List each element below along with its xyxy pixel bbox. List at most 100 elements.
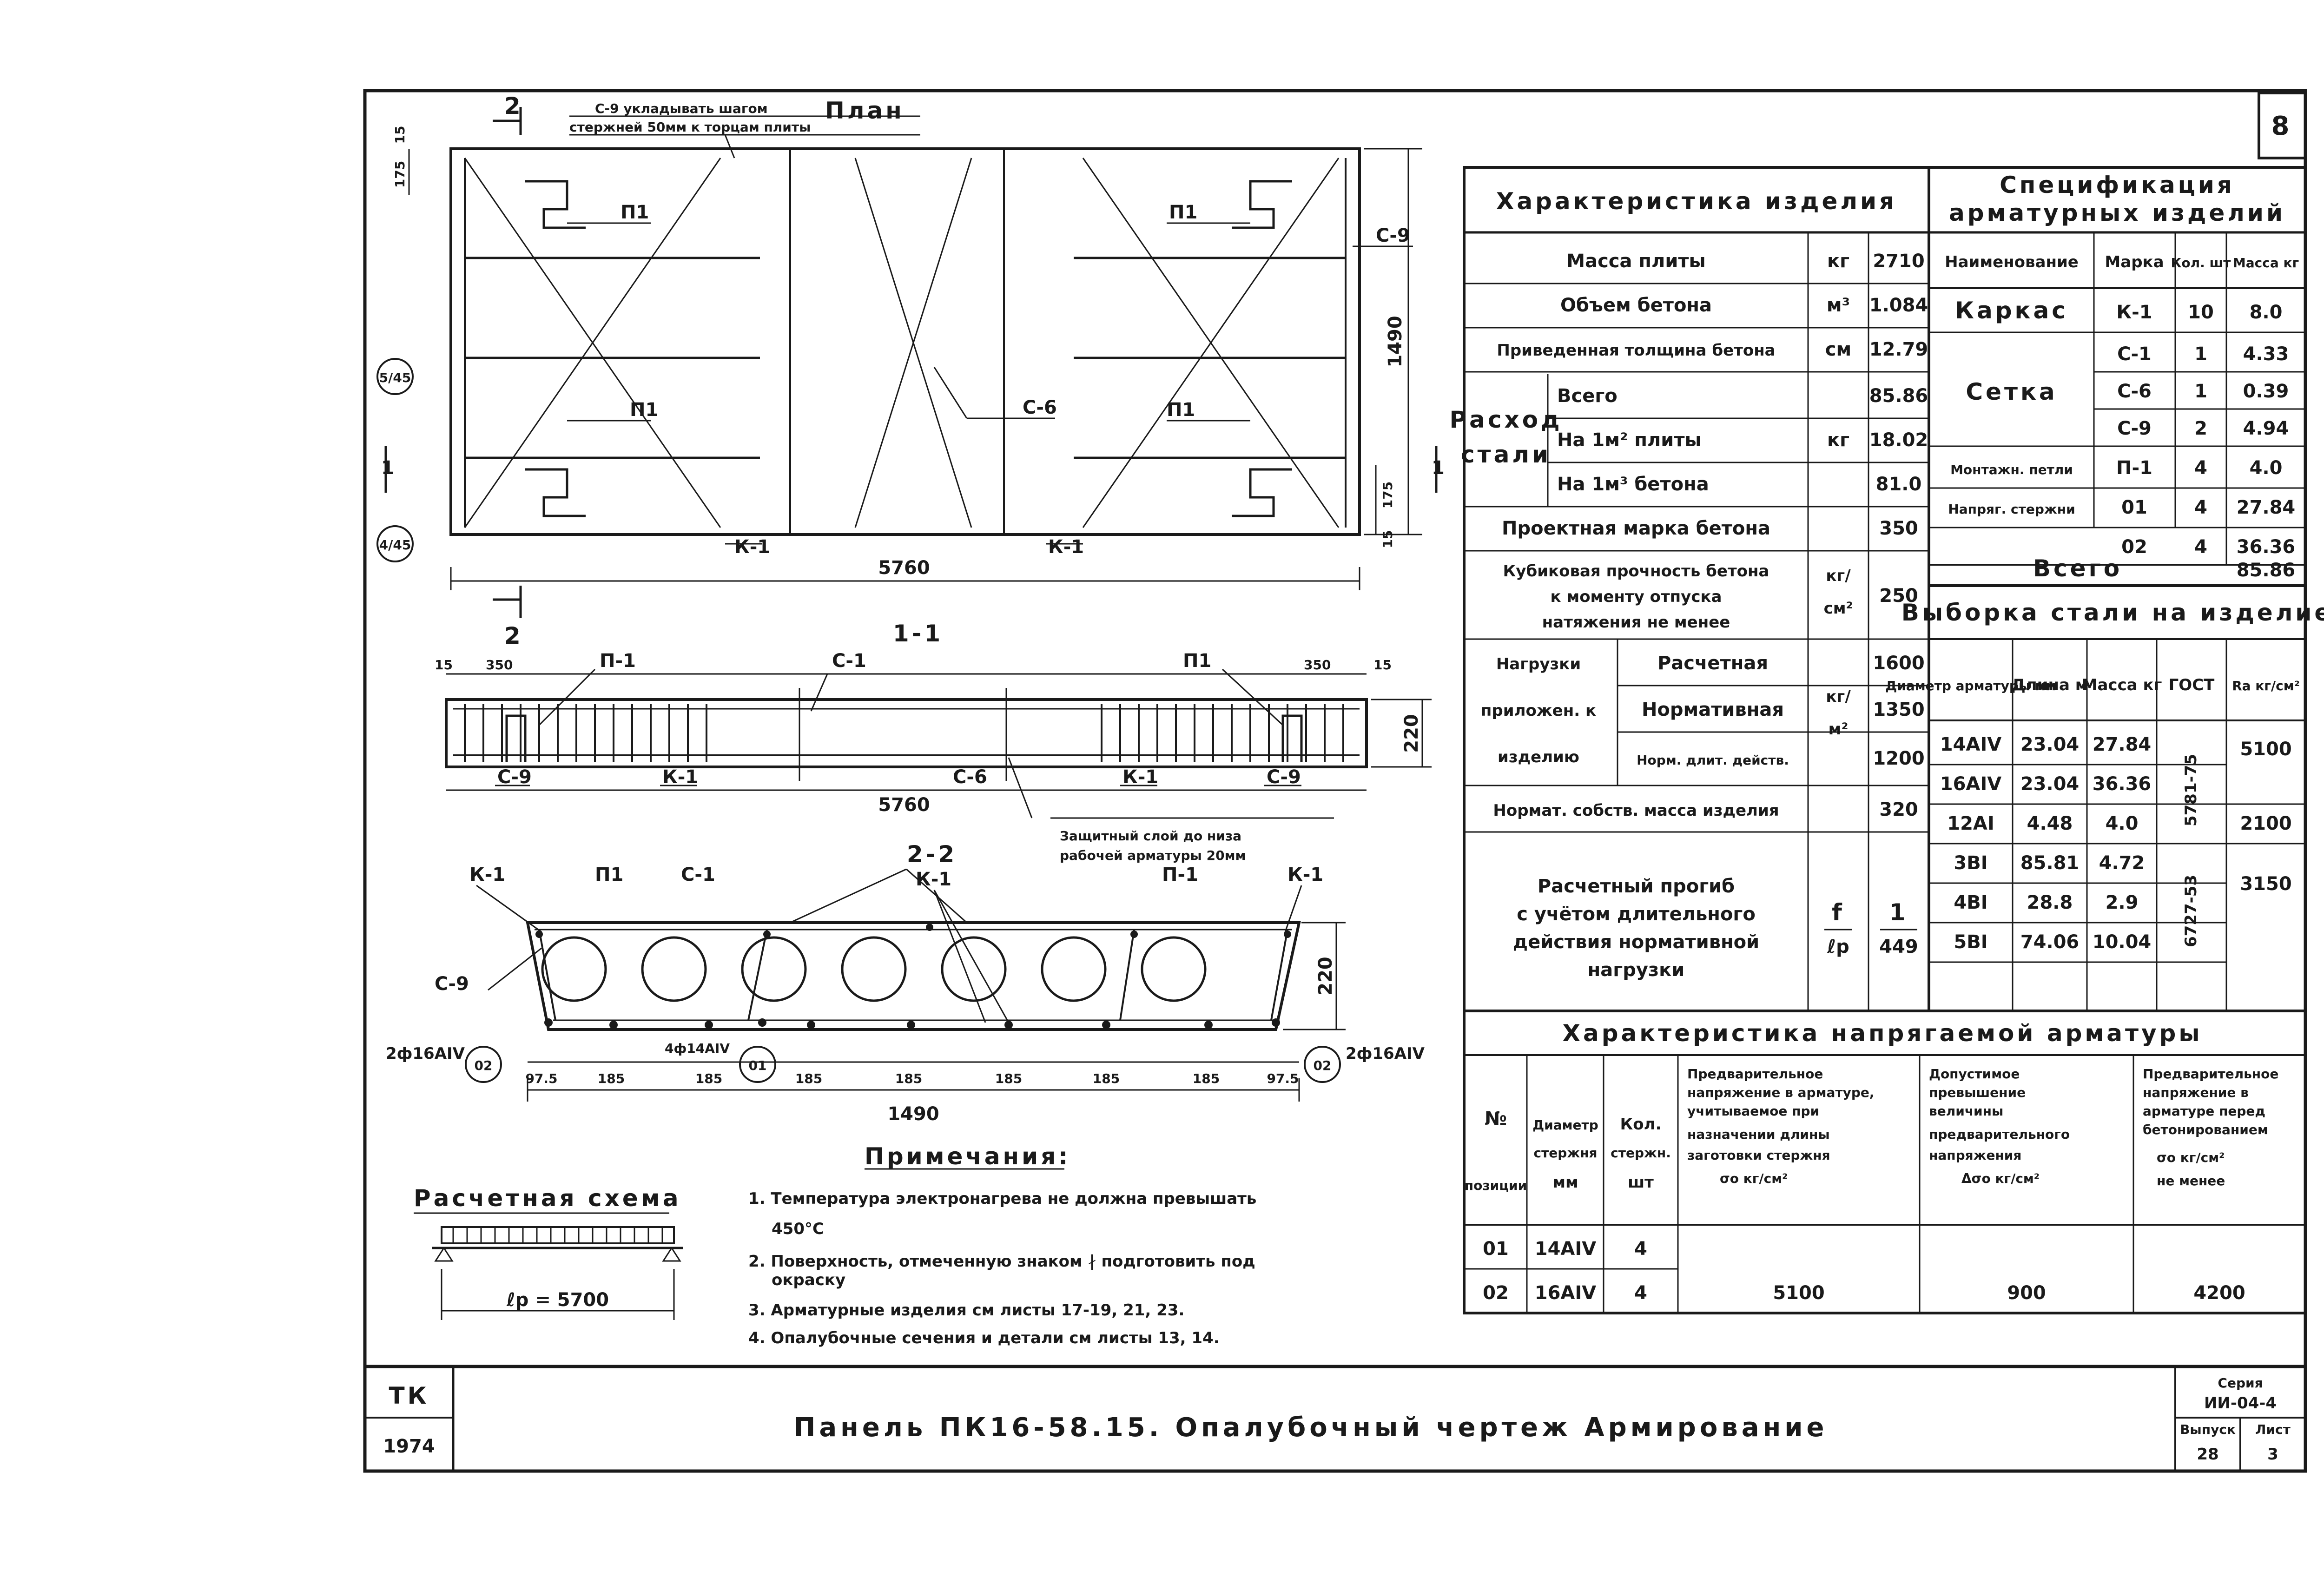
- sec11-label-p1r: П1: [1183, 650, 1211, 672]
- section-1-1-title: 1-1: [893, 620, 943, 647]
- plan-label-p1d: П1: [1167, 399, 1195, 421]
- sec11-dim-15r: 15: [1373, 657, 1392, 673]
- plan-section-mark-bottom: 2: [504, 622, 523, 649]
- sel-row-mass: 2.9: [2106, 892, 2139, 913]
- sel-row-dia: 4ВI: [1954, 892, 1987, 913]
- pre-delta: 900: [2007, 1282, 2046, 1304]
- sel-row-len: 28.8: [2027, 892, 2073, 913]
- char-mass-unit: кг: [1827, 251, 1849, 272]
- plan-dim-width: 1490: [1385, 316, 1406, 367]
- issue-value: 28: [2197, 1445, 2218, 1464]
- pre-h-exc1: Допустимое: [1929, 1066, 2020, 1082]
- char-steel-unit: кг: [1827, 429, 1849, 451]
- pre-row-pos: 01: [1483, 1238, 1509, 1260]
- sec22-label-c1: С-1: [681, 864, 715, 885]
- spec-row-mass: 4.94: [2243, 418, 2289, 439]
- char-loads-label2: приложен. к: [1481, 701, 1596, 720]
- char-load-calc-value: 1600: [1873, 653, 1924, 674]
- sec22-dim-height: 220: [1315, 957, 1336, 996]
- sel-row-dia: 14АIV: [1940, 734, 2002, 755]
- sel-ra1: 5100: [2240, 739, 2291, 760]
- spec-row-mass: 4.0: [2250, 457, 2283, 479]
- char-steel-m3-label: На 1м³ бетона: [1557, 474, 1709, 495]
- spec-row-name: Монтажн. петли: [1950, 462, 2073, 477]
- sec11-label-p1l: П-1: [600, 650, 636, 672]
- plan-dim-175-top: 175: [392, 161, 408, 188]
- sec22-label-k1b: К-1: [916, 869, 951, 890]
- pre-h-qty3: шт: [1628, 1173, 1654, 1192]
- plan-section-mark-top: 2: [504, 92, 523, 119]
- plan-label-p1b: П1: [630, 399, 658, 421]
- sec22-dim: 185: [1193, 1071, 1220, 1086]
- char-defl-unit-bot: ℓр: [1827, 936, 1849, 957]
- sel-title: Выборка стали на изделие: [1901, 599, 2324, 626]
- pre-sigma-min: 4200: [2193, 1282, 2245, 1304]
- sel-row-mass: 10.04: [2093, 931, 2152, 953]
- specification-table: [1928, 166, 2307, 587]
- spec-row-mass: 8.0: [2250, 302, 2283, 323]
- sec11-label-c9l: С-9: [497, 766, 532, 788]
- note-item: окраску: [772, 1271, 845, 1289]
- note-item: 4. Опалубочные сечения и детали см листы…: [748, 1329, 1220, 1347]
- sel-gost2: 6727-53: [2182, 875, 2200, 947]
- sel-gost1: 5781-75: [2182, 754, 2200, 826]
- char-steel-m2-value: 18.02: [1869, 429, 1928, 451]
- sel-row-len: 23.04: [2020, 734, 2080, 755]
- sec11-dim-length: 5760: [878, 794, 930, 816]
- pre-h-exc5: напряжения: [1929, 1148, 2021, 1163]
- pre-h-dia1: Диаметр: [1532, 1117, 1598, 1133]
- sec11-label-c6: С-6: [953, 766, 987, 788]
- spec-row-mark: 02: [2121, 536, 2147, 558]
- series-value: ИИ-04-4: [2204, 1394, 2277, 1413]
- spec-title2: арматурных изделий: [1949, 199, 2285, 226]
- plan-dim-175-bot: 175: [1380, 482, 1395, 508]
- sel-row-mass: 4.72: [2099, 852, 2145, 874]
- sec22-rebar-mid: 4ф14АIV: [665, 1041, 730, 1056]
- sec22-dim-total: 1490: [887, 1103, 939, 1125]
- pre-h-pre2: напряжение в арматуре,: [1687, 1085, 1875, 1100]
- scheme-title: Расчетная схема: [414, 1185, 681, 1212]
- sec11-label-c9r: С-9: [1267, 766, 1301, 788]
- spec-row-mass: 4.33: [2243, 343, 2289, 365]
- plan-note-line1: С-9 укладывать шагом: [595, 101, 768, 116]
- pre-row-dia: 14АIV: [1535, 1238, 1597, 1260]
- char-thick-unit: см: [1825, 339, 1851, 360]
- spec-row-mark: К-1: [2116, 302, 2152, 323]
- spec-row-name: Сетка: [1966, 378, 2057, 405]
- pre-row-qty: 4: [1634, 1238, 1647, 1260]
- spec-total-value: 85.86: [2237, 560, 2296, 581]
- char-steel-total-value: 85.86: [1869, 385, 1928, 407]
- spec-rows: Каркас К-1 10 8.0 Сетка С-1 1 4.33 С-6 1…: [1948, 297, 2295, 558]
- sel-header-dia: Диаметр арматуры мм: [1885, 678, 2056, 693]
- char-loads-label3: изделию: [1498, 748, 1579, 766]
- sel-header-gost: ГОСТ: [2169, 676, 2215, 694]
- char-volume-unit: м³: [1827, 295, 1850, 316]
- sec11-label-k1r: К-1: [1122, 766, 1158, 788]
- spec-row-qty: 4: [2194, 497, 2207, 518]
- sel-ra3: 3150: [2240, 873, 2291, 895]
- pre-h-pre6: σо кг/см²: [1720, 1171, 1788, 1186]
- scheme-span: ℓр = 5700: [506, 1289, 609, 1311]
- page-number: 8: [2271, 111, 2293, 141]
- sec22-label-p1a: П1: [595, 864, 623, 885]
- steel-selection-table: [1928, 584, 2307, 1012]
- pre-h-exc2: превышение: [1929, 1085, 2026, 1100]
- note-item: 2. Поверхность, отмеченную знаком ∤ подг…: [748, 1252, 1255, 1271]
- char-defl-unit-top: f: [1832, 899, 1845, 926]
- sel-row-mass: 27.84: [2093, 734, 2152, 755]
- pre-h-min5: σо кг/см²: [2157, 1150, 2225, 1165]
- sec22-pos-02a: 02: [475, 1058, 493, 1073]
- sec22-dim: 185: [895, 1071, 922, 1086]
- char-volume-label: Объем бетона: [1560, 295, 1712, 316]
- sec11-cover-note2: рабочей арматуры 20мм: [1060, 848, 1246, 863]
- note-item: 1. Температура электронагрева не должна …: [748, 1189, 1256, 1208]
- spec-row-mark: С-1: [2117, 343, 2152, 365]
- pre-h-min1: Предварительное: [2143, 1066, 2278, 1082]
- plan-note-line2: стержней 50мм к торцам плиты: [569, 119, 811, 135]
- char-volume-value: 1.084: [1869, 295, 1928, 316]
- spec-header-mass: Масса кг: [2233, 255, 2299, 271]
- sec22-dim: 185: [1093, 1071, 1120, 1086]
- spec-total-label: Всего: [2033, 555, 2122, 582]
- plan-label-k1b: К-1: [1048, 536, 1084, 558]
